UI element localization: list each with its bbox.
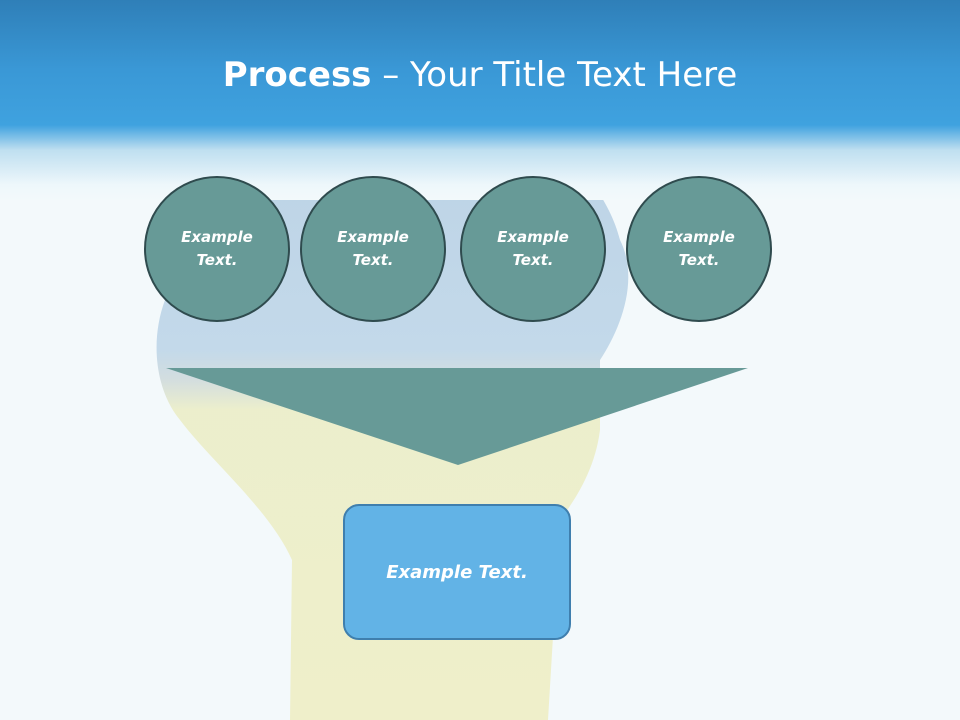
process-step-label-3: Example Text. — [497, 228, 569, 269]
header-banner — [0, 0, 960, 200]
process-step-circle-1[interactable]: Example Text. — [144, 176, 290, 322]
process-step-label-1: Example Text. — [181, 228, 253, 269]
slide-title: Process – Your Title Text Here — [0, 52, 960, 98]
funnel-triangle[interactable] — [166, 368, 748, 465]
process-step-circle-4[interactable]: Example Text. — [626, 176, 772, 322]
result-box-label: Example Text. — [386, 561, 528, 583]
process-step-label-4: Example Text. — [663, 228, 735, 269]
process-step-label-2: Example Text. — [337, 228, 409, 269]
title-bold-part: Process — [222, 55, 372, 95]
result-box[interactable]: Example Text. — [343, 504, 571, 640]
process-step-circle-2[interactable]: Example Text. — [300, 176, 446, 322]
title-rest-part: – Your Title Text Here — [371, 55, 738, 95]
process-step-circle-3[interactable]: Example Text. — [460, 176, 606, 322]
